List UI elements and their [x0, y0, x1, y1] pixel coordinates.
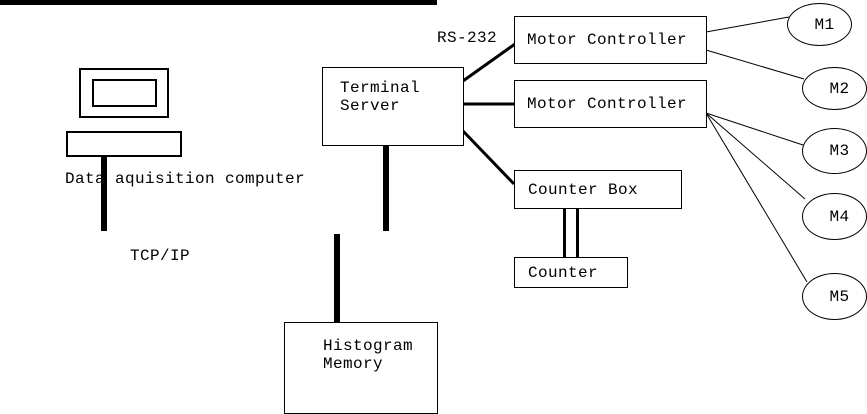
monitor-screen-icon — [92, 79, 157, 107]
motor-controller-1-label: Motor Controller — [527, 31, 688, 49]
wire-motor-controller-2-to-m4 — [705, 112, 806, 200]
motor-m3-label: M3 — [829, 142, 850, 160]
counter-box-label: Counter Box — [528, 180, 639, 199]
computer-label: Data aquisition computer — [65, 170, 306, 188]
motor-m2-label: M2 — [829, 79, 850, 98]
histogram-memory-box: Histogram Memory — [284, 322, 438, 414]
terminal-server-bus-drop-line — [383, 145, 389, 231]
tcpip-bus-line — [0, 0, 437, 5]
motor-controller-2-label: Motor Controller — [527, 95, 688, 113]
motor-controller-2-box: Motor Controller — [514, 80, 707, 128]
counter-box: Counter Box — [514, 170, 682, 209]
computer-bus-drop-line — [101, 156, 107, 231]
wire-motor-controller-1-to-m1 — [705, 16, 790, 33]
motor-m2-node: M2 — [802, 67, 867, 110]
counter-box-to-counter-line-right — [576, 208, 579, 257]
motor-m4-node: M4 — [802, 193, 867, 240]
rs232-label: RS-232 — [437, 29, 498, 47]
motor-m5-node: M5 — [802, 273, 867, 320]
counter-label: Counter — [528, 263, 599, 282]
tcpip-label: TCP/IP — [130, 247, 191, 265]
counter-box-secondary: Counter — [514, 257, 628, 288]
wire-motor-controller-2-to-m3 — [705, 112, 807, 147]
histogram-memory-bus-drop-line — [334, 234, 340, 322]
motor-m3-node: M3 — [802, 128, 867, 174]
histogram-memory-label-line1: Histogram — [323, 337, 414, 355]
wire-terminal-server-to-motor-controller-1 — [462, 42, 516, 83]
motor-m4-label: M4 — [829, 207, 850, 226]
histogram-memory-label-line2: Memory — [323, 355, 384, 373]
wire-motor-controller-2-to-m5 — [705, 112, 808, 283]
terminal-server-box: Terminal Server — [322, 67, 464, 146]
motor-m1-label: M1 — [814, 15, 835, 34]
motor-m5-label: M5 — [829, 287, 850, 306]
terminal-server-label-line1: Terminal — [340, 79, 421, 97]
motor-controller-1-box: Motor Controller — [514, 16, 707, 64]
wire-terminal-server-to-counter-box — [461, 129, 516, 186]
counter-box-to-counter-line-left — [563, 208, 566, 257]
terminal-server-label-line2: Server — [340, 97, 401, 115]
wire-motor-controller-1-to-m2 — [705, 49, 805, 80]
keyboard-icon — [66, 131, 182, 157]
motor-m1-node: M1 — [787, 3, 852, 46]
